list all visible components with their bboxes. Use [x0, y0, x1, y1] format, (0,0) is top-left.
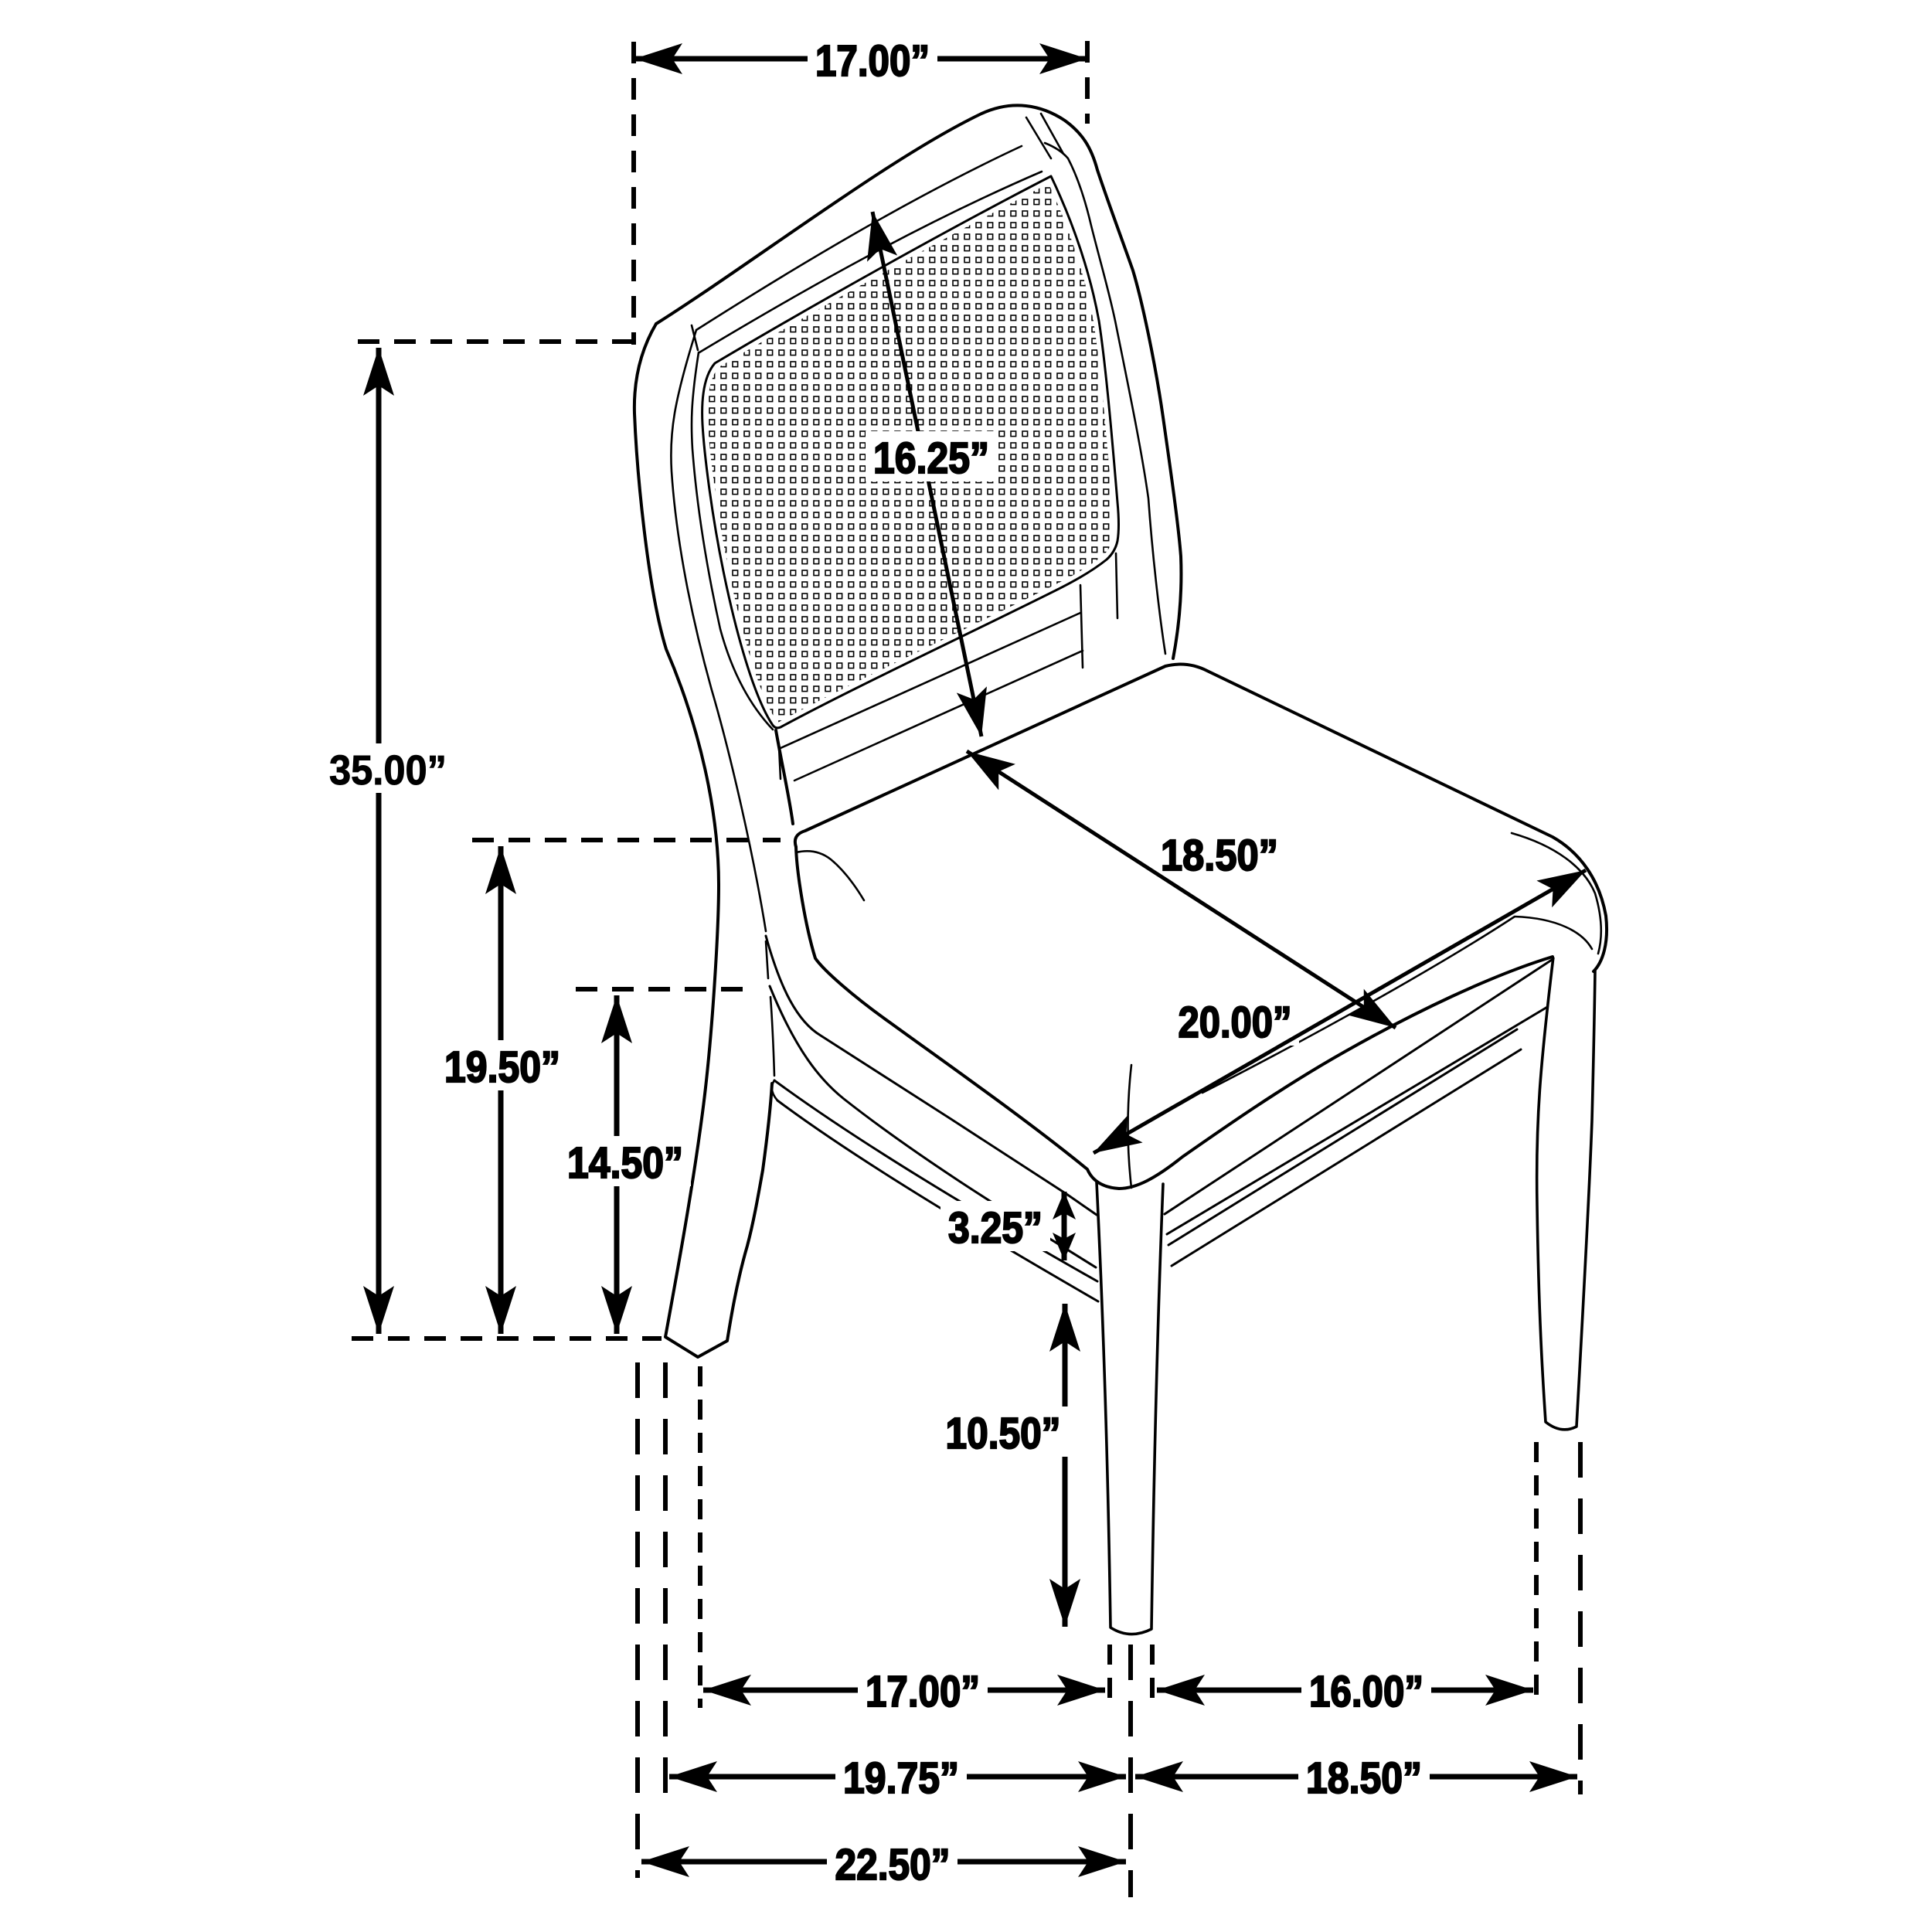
svg-text:16.25”: 16.25”	[873, 434, 989, 483]
svg-text:10.50”: 10.50”	[946, 1409, 1061, 1458]
svg-text:16.00”: 16.00”	[1309, 1667, 1423, 1716]
svg-text:18.50”: 18.50”	[1161, 831, 1278, 880]
svg-text:19.75”: 19.75”	[843, 1753, 959, 1803]
svg-text:35.00”: 35.00”	[329, 747, 447, 794]
svg-text:17.00”: 17.00”	[815, 36, 930, 86]
svg-text:17.00”: 17.00”	[866, 1667, 980, 1716]
svg-text:18.50”: 18.50”	[1306, 1753, 1422, 1803]
svg-text:22.50”: 22.50”	[835, 1840, 951, 1889]
svg-text:20.00”: 20.00”	[1179, 998, 1292, 1047]
svg-text:3.25”: 3.25”	[948, 1203, 1043, 1253]
svg-text:19.50”: 19.50”	[444, 1043, 560, 1092]
svg-text:14.50”: 14.50”	[567, 1138, 683, 1188]
